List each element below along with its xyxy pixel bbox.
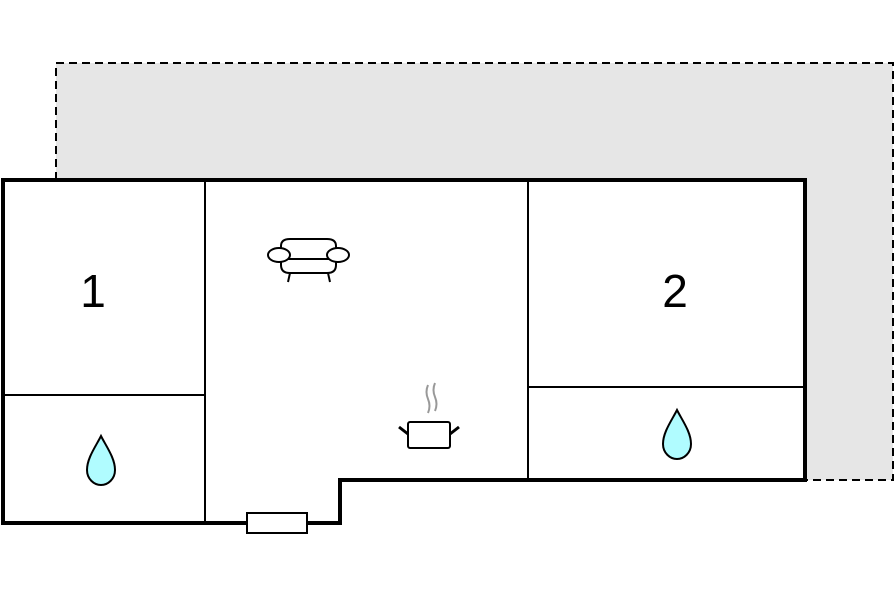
- water-drop-icon: [661, 407, 693, 461]
- terrace-dashed-border: [55, 62, 894, 481]
- building-outline: [1, 178, 807, 525]
- room-2-label: 2: [662, 265, 688, 317]
- room-1-label: 1: [80, 265, 106, 317]
- sofa-icon: [267, 238, 350, 283]
- cooking-pot-icon: [398, 382, 460, 449]
- door-icon: [246, 512, 308, 534]
- water-drop-icon: [85, 433, 117, 487]
